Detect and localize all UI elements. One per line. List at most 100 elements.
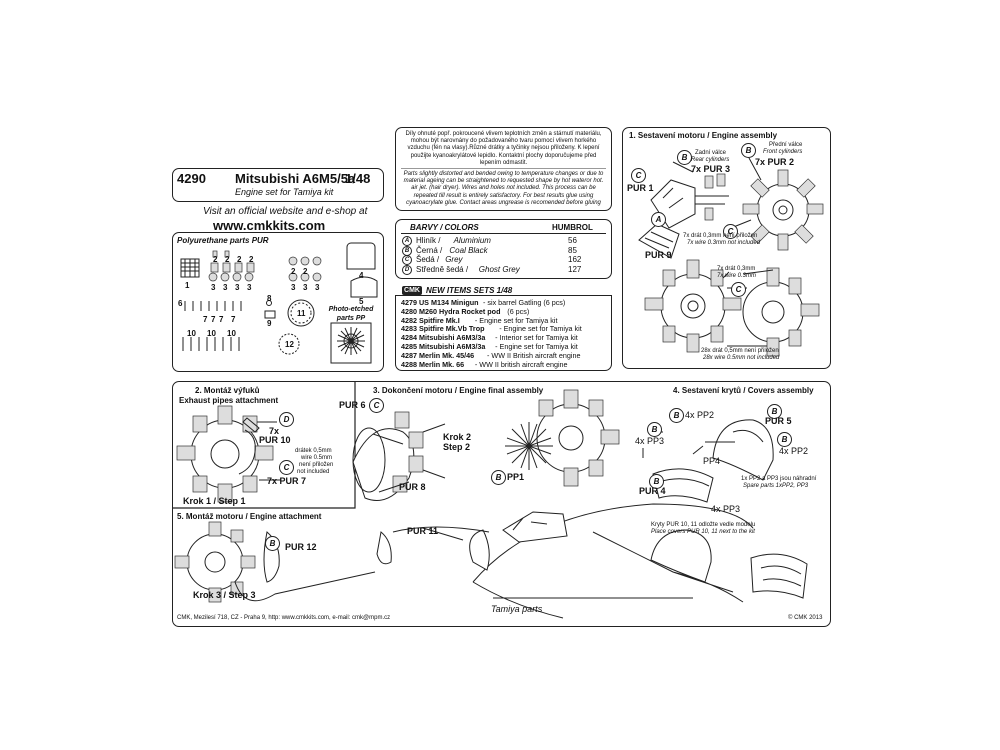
parts-title: Polyurethane parts PUR bbox=[177, 236, 269, 245]
part-3g: 3 bbox=[315, 283, 320, 292]
footer-copyright: © CMK 2013 bbox=[788, 615, 823, 621]
step3-callout-b: B bbox=[491, 470, 506, 485]
step4-place-en: Place covers PUR 10, 11 next to the kit bbox=[651, 529, 755, 535]
step4-callout-b1: B bbox=[669, 408, 684, 423]
rear-cz: Zadní válce bbox=[695, 150, 727, 156]
new-item-desc: - Engine set for Tamiya kit bbox=[474, 315, 558, 325]
part-10c: 10 bbox=[227, 329, 236, 338]
new-item-desc: - Engine set for Tamiya kit bbox=[499, 324, 582, 334]
color-code: 127 bbox=[568, 264, 582, 274]
wire2-en: 7x wire 0.3mm bbox=[717, 273, 757, 279]
pur1-label: PUR 1 bbox=[627, 183, 654, 193]
color-name-cz: Šedá / bbox=[416, 255, 440, 264]
color-name-cz: Středně šedá / bbox=[416, 264, 469, 274]
color-name-cz: Hliník / bbox=[416, 236, 441, 245]
part-7d: 7 bbox=[231, 315, 236, 324]
colors-header: BARVY / COLORS bbox=[410, 223, 479, 232]
pp-label: Photo-etched parts PP bbox=[328, 306, 374, 322]
part-6: 6 bbox=[178, 299, 183, 308]
part-2d: 2 bbox=[249, 255, 254, 264]
step1-drawing bbox=[638, 157, 824, 357]
step4-callout-b2: B bbox=[647, 422, 662, 437]
step3-pur8: PUR 8 bbox=[399, 482, 426, 492]
step1-callout-b1: B bbox=[677, 150, 692, 165]
footer-address: CMK, Mezilesí 718, CZ - Praha 9, http: w… bbox=[177, 615, 391, 621]
step3-wire-en2: not included bbox=[297, 469, 330, 475]
header-box: 4290 Mitsubishi A6M5/5a 1/48 Engine set … bbox=[172, 168, 384, 202]
step4-pp3a: 4x PP3 bbox=[635, 436, 665, 446]
website-line1: Visit an official website and e-shop at bbox=[203, 206, 368, 217]
color-code: 56 bbox=[568, 236, 577, 245]
color-name-en: Ghost Grey bbox=[478, 264, 520, 274]
step1-callout-c2: C bbox=[723, 224, 738, 239]
step1-callout-a: A bbox=[651, 212, 666, 227]
part-4: 4 bbox=[359, 271, 364, 280]
new-item-desc: - Interior set for Tamiya kit bbox=[495, 333, 578, 343]
color-callout: D bbox=[402, 264, 412, 275]
part-5: 5 bbox=[359, 297, 364, 306]
rear-qty: 7x PUR 3 bbox=[691, 164, 731, 174]
part-3a: 3 bbox=[211, 283, 216, 292]
new-item-code: 4284 Mitsubishi A6M3/3a bbox=[401, 333, 486, 343]
step2-callout-d: D bbox=[279, 412, 294, 427]
color-code: 85 bbox=[568, 245, 577, 255]
step5-tamiya: Tamiya parts bbox=[491, 604, 543, 614]
step4-spare-cz: 1x PP2 a PP3 jsou náhradní bbox=[741, 476, 817, 482]
step3-callout-c: C bbox=[369, 398, 384, 413]
part-7b: 7 bbox=[211, 315, 216, 324]
step4-pur5: PUR 5 bbox=[765, 416, 792, 426]
note-box: Díly ohnuté popř. pokroucené vlivem tepl… bbox=[395, 127, 612, 211]
step3-krok2a: Krok 2 bbox=[443, 432, 472, 442]
new-item-code: 4282 Spitfire Mk.I bbox=[401, 315, 460, 325]
color-callout: B bbox=[402, 245, 412, 256]
color-name-cz: Černá / bbox=[416, 245, 443, 255]
step5-krok: Krok 3 / Step 3 bbox=[193, 590, 256, 600]
part-2e: 2 bbox=[291, 267, 296, 276]
step4-callout-b4: B bbox=[777, 432, 792, 447]
part-10b: 10 bbox=[207, 329, 216, 338]
color-name-en: Aluminium bbox=[453, 236, 491, 245]
step3-title: 3. Dokončení motoru / Engine final assem… bbox=[373, 386, 544, 395]
step2-krok: Krok 1 / Step 1 bbox=[183, 496, 246, 506]
step3-wire-cz1: drátek 0,5mm bbox=[295, 448, 332, 454]
part-2b: 2 bbox=[225, 255, 230, 264]
humbrol-header: HUMBROL bbox=[552, 223, 593, 232]
wire1-cz: 7x drát 0,3mm není přiložen bbox=[683, 233, 758, 239]
new-items-box: NEW ITEMS SETS 1/48 CMK 4279 US M134 Min… bbox=[395, 284, 612, 371]
part-11: 11 bbox=[297, 309, 306, 318]
part-3b: 3 bbox=[223, 283, 228, 292]
step1-callout-b2: B bbox=[741, 143, 756, 158]
new-item-code: 4280 M260 Hydra Rocket pod bbox=[401, 306, 501, 316]
new-item-desc: - six barrel Gatling (6 pcs) bbox=[483, 298, 566, 307]
parts-drawing bbox=[180, 242, 378, 364]
step4-pur4: PUR 4 bbox=[639, 486, 666, 496]
step4-pp3b: 4x PP3 bbox=[711, 504, 741, 514]
kit-scale: 1/48 bbox=[345, 171, 371, 186]
color-callout: C bbox=[402, 255, 412, 265]
part-8: 8 bbox=[267, 294, 272, 303]
part-10a: 10 bbox=[187, 329, 196, 338]
step4-pp2a: 4x PP2 bbox=[685, 410, 715, 420]
kit-subtitle: Engine set for Tamiya kit bbox=[235, 187, 334, 197]
new-item-code: 4285 Mitsubishi A6M3/3a bbox=[401, 342, 486, 351]
step4-place-cz: Kryty PUR 10, 11 odložte vedle modelu bbox=[651, 522, 756, 528]
step2-title-en: Exhaust pipes attachment bbox=[179, 396, 279, 405]
step1-callout-c3: C bbox=[731, 282, 746, 297]
step2-pur10a: 7x bbox=[269, 426, 280, 436]
kit-title: Mitsubishi A6M5/5a bbox=[235, 171, 356, 186]
step2-title-cz: 2. Montáž výfuků bbox=[195, 386, 260, 395]
new-item-code: 4288 Merlin Mk. 66 bbox=[401, 359, 465, 369]
step3-pur6: PUR 6 bbox=[339, 400, 366, 410]
part-3f: 3 bbox=[303, 283, 308, 292]
step4-pp4: PP4 bbox=[703, 456, 721, 466]
step5-title: 5. Montáž motoru / Engine attachment bbox=[177, 512, 322, 521]
front-qty: 7x PUR 2 bbox=[755, 157, 795, 167]
part-3c: 3 bbox=[235, 283, 240, 292]
step4-callout-b3: B bbox=[767, 404, 782, 419]
cmk-logo: CMK bbox=[402, 286, 422, 295]
website-link[interactable]: www.cmkkits.com bbox=[213, 218, 326, 233]
step2-pur10b: PUR 10 bbox=[259, 435, 291, 445]
new-item-desc: (6 pcs) bbox=[507, 306, 530, 316]
step4-spare-en: Spare parts 1xPP2, PP3 bbox=[743, 483, 809, 489]
